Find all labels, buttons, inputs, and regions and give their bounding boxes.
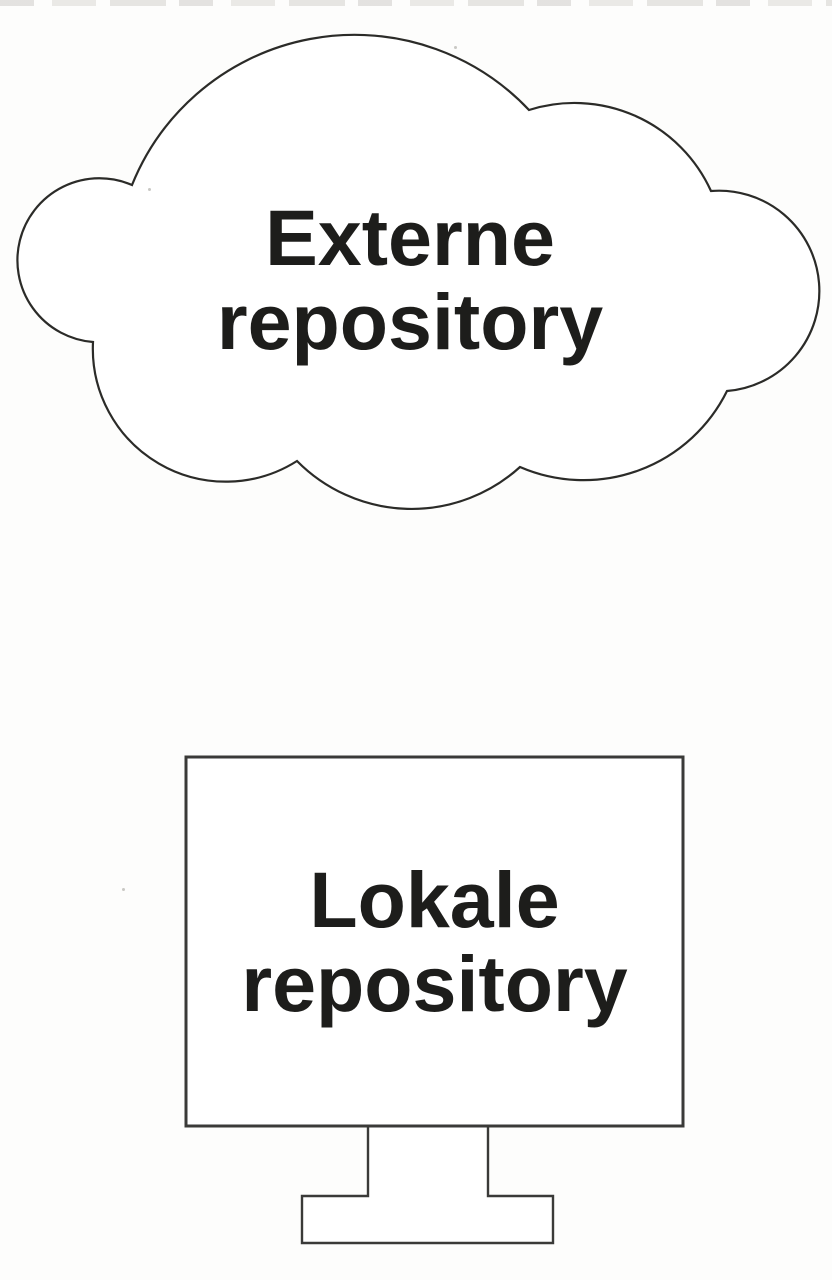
monitor-label-line1: Lokale bbox=[309, 854, 560, 944]
cloud-label-line2: repository bbox=[216, 277, 604, 366]
local-repository-monitor-shape bbox=[184, 755, 685, 1128]
cloud-label: Externe repository bbox=[0, 58, 820, 502]
monitor-label-line2: repository bbox=[241, 938, 628, 1028]
cloud-label-line1: Externe bbox=[265, 193, 555, 282]
monitor-label: Lokale repository bbox=[185, 756, 684, 1127]
external-repository-cloud-shape bbox=[16, 33, 821, 510]
monitor-stand-shape bbox=[300, 1124, 555, 1245]
